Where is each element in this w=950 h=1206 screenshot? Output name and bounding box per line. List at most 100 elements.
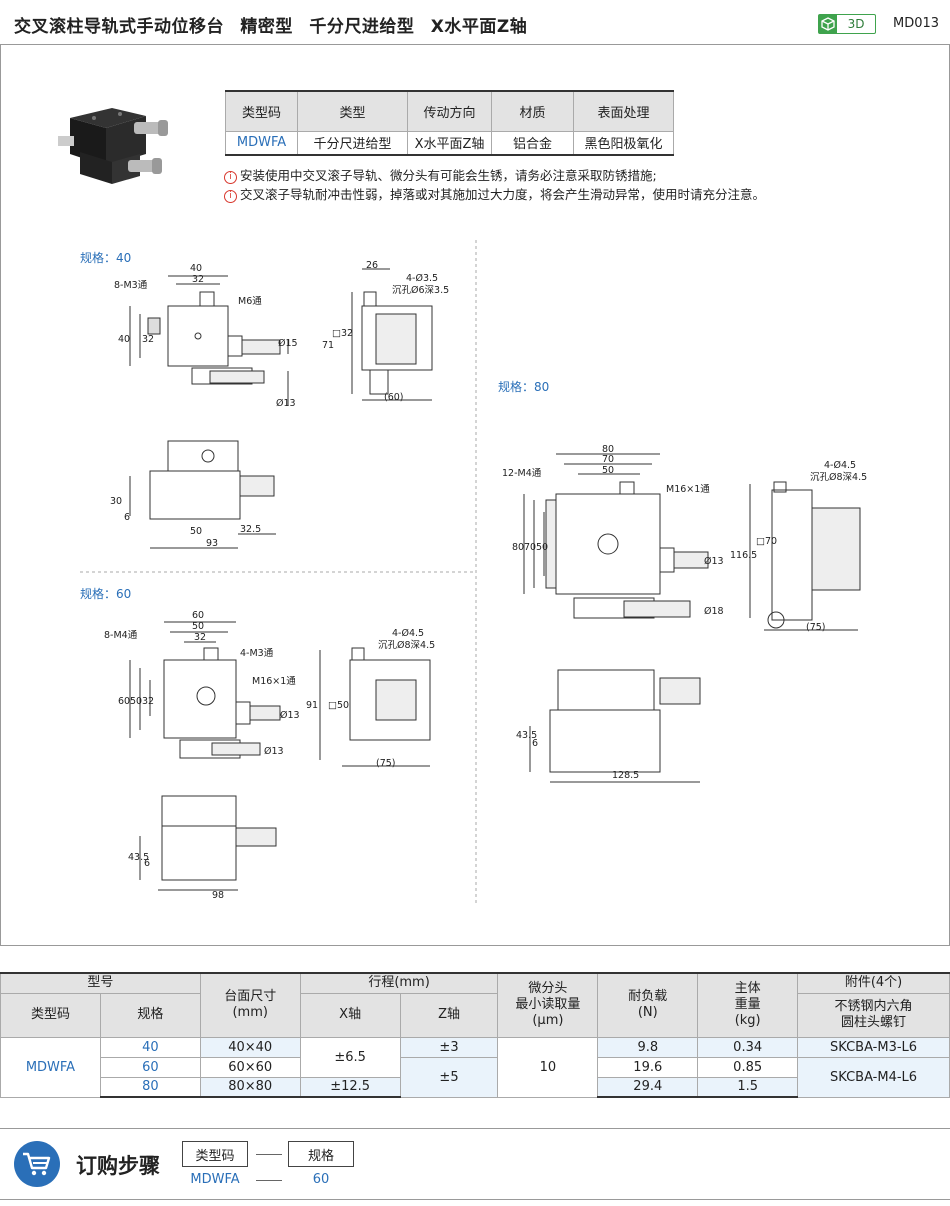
dim-label: Ø13 (264, 746, 284, 757)
dim-label: 70 (602, 454, 614, 465)
th-z: Z轴 (399, 992, 499, 1038)
cell-type-code: MDWFA (0, 1036, 101, 1098)
dim-label: (75) (376, 758, 396, 769)
cell-z: ±5 (399, 1056, 499, 1098)
dim-label: 32 (194, 632, 206, 643)
dim-label: 60 (118, 696, 130, 707)
cell-table: 80×80 (199, 1076, 301, 1098)
th-x: X轴 (299, 992, 401, 1038)
dim-label: 128.5 (612, 770, 639, 781)
dim-label: 12-M4通 (502, 468, 542, 479)
cell-weight: 0.34 (697, 1036, 799, 1058)
th-type: 类型码 (0, 992, 101, 1038)
cell-z: ±3 (399, 1036, 499, 1058)
info-icon: i (224, 190, 237, 203)
spec-60-label: 规格：60 (80, 587, 132, 601)
dim-label: □70 (756, 536, 777, 547)
cell-load: 9.8 (597, 1036, 699, 1058)
spec-80-drawing: 80 70 50 12-M4通 M16×1通 80 70 50 Ø13 Ø18 … (502, 444, 867, 788)
dim-label: 50 (190, 526, 202, 537)
order-value-type: MDWFA (190, 1172, 240, 1187)
dim-label: 32 (142, 696, 154, 707)
cell-micro: 10 (497, 1036, 599, 1098)
info-header: 类型 (297, 90, 408, 132)
info-header: 材质 (491, 90, 574, 132)
order-step-size: 规格 (288, 1141, 354, 1167)
dim-label: 50 (602, 465, 614, 476)
dim-label: 40 (118, 334, 130, 345)
info-cell: MDWFA (225, 130, 298, 156)
info-icon: i (224, 171, 237, 184)
order-value-size: 60 (312, 1172, 330, 1187)
info-header: 传动方向 (407, 90, 492, 132)
product-photo (58, 108, 168, 184)
dim-label: 26 (366, 260, 378, 271)
dim-label: 116.5 (730, 550, 757, 561)
dim-label: (60) (384, 392, 404, 403)
note-text: 安装使用中交叉滚子导轨、微分头有可能会生锈，请务必注意采取防锈措施; (240, 168, 657, 183)
th-weight: 主体 重量 (kg) (697, 972, 799, 1038)
title-part: X水平面Z轴 (430, 17, 528, 37)
title-part: 精密型 (240, 17, 293, 37)
th-model: 型号 (0, 972, 201, 994)
spec-table: 型号 台面尺寸 (mm) 行程(mm) 微分头 最小读取量 (μm) 耐负载 (… (0, 972, 950, 1098)
cell-table: 40×40 (199, 1036, 301, 1058)
th-size: 规格 (99, 992, 201, 1038)
dim-label: 6 (532, 738, 538, 749)
info-cell: 铝合金 (491, 130, 574, 156)
cell-size: 60 (99, 1056, 201, 1078)
dim-label: 沉孔Ø8深4.5 (378, 640, 435, 651)
dim-label: 60 (192, 610, 204, 621)
dim-label: 8-M3通 (114, 280, 148, 291)
info-cell: X水平面Z轴 (407, 130, 492, 156)
dim-label: 50 (130, 696, 142, 707)
dim-label: M6通 (238, 296, 262, 307)
order-title: 订购步骤 (76, 1154, 160, 1178)
info-cell: 千分尺进给型 (297, 130, 408, 156)
dim-label: 93 (206, 538, 218, 549)
cell-size: 40 (99, 1036, 201, 1058)
dim-label: □50 (328, 700, 349, 711)
dim-label: 4-M3通 (240, 648, 274, 659)
dim-label: 6 (124, 512, 130, 523)
dim-label: 沉孔Ø6深3.5 (392, 285, 449, 296)
spec-40-drawing: 40 32 8-M3通 M6通 40 32 Ø15 Ø13 26 4-Ø3.5 … (110, 260, 449, 549)
dim-label: 43.5 (516, 730, 537, 741)
dim-label: 沉孔Ø8深4.5 (810, 472, 867, 483)
dim-label: 98 (212, 890, 224, 901)
3d-model-button[interactable]: 3D (818, 14, 876, 34)
order-step-type: 类型码 (182, 1141, 248, 1167)
badge-3d-label: 3D (847, 17, 865, 31)
note-text: 交叉滚子导轨耐冲击性弱，掉落或对其施加过大力度，将会产生滑动异常，使用时请充分注… (240, 187, 766, 202)
cube-icon (819, 15, 837, 33)
product-info-table: 类型码 类型 传动方向 材质 表面处理 MDWFA 千分尺进给型 X水平面Z轴 … (225, 90, 674, 156)
dim-label: 8-M4通 (104, 630, 138, 641)
dim-label: 70 (524, 542, 536, 553)
cell-x: ±6.5 (299, 1036, 401, 1078)
cell-load: 29.4 (597, 1076, 699, 1098)
dim-label: 4-Ø4.5 (824, 460, 856, 471)
dim-label: Ø13 (276, 398, 296, 409)
dim-label: Ø15 (278, 338, 298, 349)
dim-label: 50 (192, 621, 204, 632)
product-code: MD013 (893, 16, 940, 31)
dim-label: (75) (806, 622, 826, 633)
dim-label: 32.5 (240, 524, 261, 535)
dim-label: M16×1通 (666, 484, 710, 495)
page-title: 交叉滚柱导轨式手动位移台 精密型 千分尺进给型 X水平面Z轴 (14, 12, 537, 37)
cell-weight: 0.85 (697, 1056, 799, 1078)
th-load: 耐负载 (N) (597, 972, 699, 1038)
dim-label: 4-Ø3.5 (406, 273, 438, 284)
th-table: 台面尺寸 (mm) (199, 972, 301, 1038)
dim-label: 80 (602, 444, 614, 455)
dim-label: 91 (306, 700, 318, 711)
dim-label: 30 (110, 496, 122, 507)
dim-label: □32 (332, 328, 353, 339)
drawing-dividers (0, 236, 950, 916)
th-accessory: 附件(4个) (797, 972, 950, 994)
spec-40-label: 规格：40 (80, 251, 132, 265)
cell-table: 60×60 (199, 1056, 301, 1078)
title-part: 千分尺进给型 (309, 17, 415, 37)
